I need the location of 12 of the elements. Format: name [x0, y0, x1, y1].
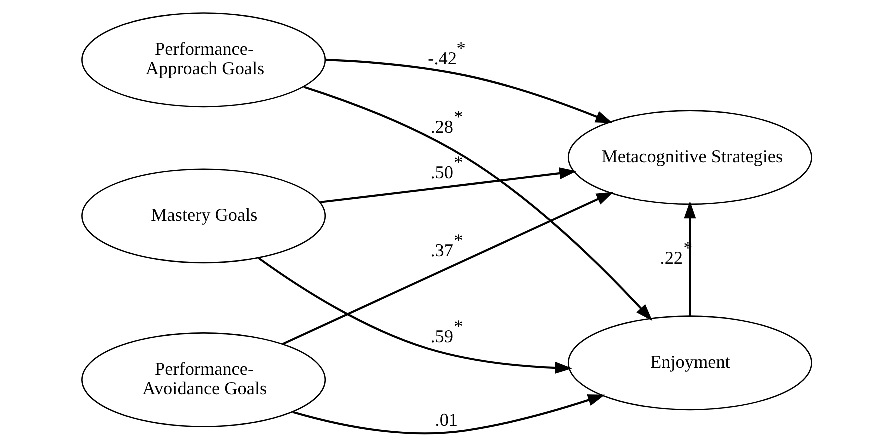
arrow	[282, 192, 614, 346]
node-ellipse: Mastery Goals	[82, 168, 326, 264]
node-ellipse: Performance- Avoidance Goals	[82, 332, 326, 428]
arrow	[320, 168, 577, 204]
arrow	[292, 394, 606, 435]
node-ellipse: Performance- Approach Goals	[82, 12, 326, 108]
edge-label: .01	[435, 410, 458, 430]
arrow	[304, 86, 653, 322]
arrow	[325, 58, 613, 124]
arrow	[258, 257, 572, 374]
arrow	[684, 201, 696, 316]
node-ellipse: Enjoyment	[568, 316, 812, 411]
